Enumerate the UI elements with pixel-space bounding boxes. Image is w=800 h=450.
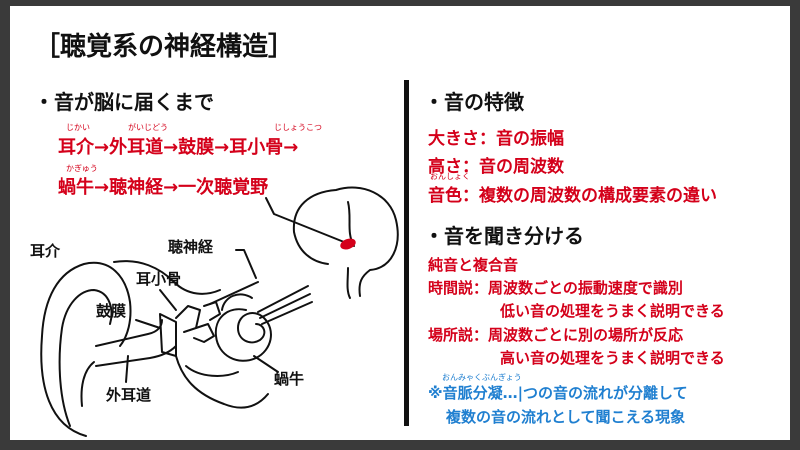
cochlea-spiral <box>214 308 272 362</box>
label-ear-canal: 外耳道 <box>106 386 152 404</box>
ossicle-2 <box>193 323 215 343</box>
pinna-outline <box>40 261 132 437</box>
auditory-cortex-marker <box>340 238 356 250</box>
path-line-2: 蝸牛→聴神経→一次聴覚野 <box>58 177 269 198</box>
leader-ossicles <box>159 289 177 311</box>
skull-line <box>113 260 221 295</box>
label-cochlea: 蝸牛 <box>274 370 305 388</box>
ruby-jishoukotsu: じしょうこつ <box>274 123 322 132</box>
nerve-strand-2 <box>259 293 311 319</box>
nerve-strand-1 <box>257 285 309 313</box>
semicircular-canal <box>221 293 253 311</box>
place-theory-line1: 場所説：周波数ごとに別の場所が反応 <box>428 326 684 344</box>
brain-stem <box>346 267 351 299</box>
label-ossicles: 耳小骨 <box>136 270 182 288</box>
ossicle-3 <box>203 301 221 321</box>
ruby-onshoku: おんしょく <box>430 172 470 181</box>
right-heading-features: ・音の特徴 <box>424 90 524 114</box>
path-line-1: 耳介→外耳道→鼓膜→耳小骨→ <box>58 137 299 158</box>
leader-nerve <box>235 249 257 279</box>
stream-segregation-line2: 複数の音の流れとして聞こえる現象 <box>446 408 686 426</box>
leader-ear-canal <box>125 355 129 383</box>
page-title: ［聴覚系の神経構造］ <box>34 32 295 62</box>
slide: ［聴覚系の神経構造］ ・音が脳に届くまで じかい がいじどう じしょうこつ 耳介… <box>10 6 790 440</box>
column-divider <box>404 80 409 426</box>
leader-cochlea <box>253 355 279 373</box>
left-heading: ・音が脳に届くまで <box>34 90 214 114</box>
ear-canal-bottom <box>95 345 177 367</box>
feature-loudness: 大きさ：音の振幅 <box>428 129 564 149</box>
pinna-inner <box>58 289 113 427</box>
ruby-stream: おんみゃくぶんぎょう <box>442 373 522 382</box>
ear-anatomy-illustration <box>40 186 399 437</box>
ossicle-1 <box>175 305 201 333</box>
place-theory-line2: 高い音の処理をうまく説明できる <box>500 349 725 367</box>
time-theory-line2: 低い音の処理をうまく説明できる <box>500 302 725 320</box>
middle-ear-wall <box>185 365 239 377</box>
time-theory-line1: 時間説：周波数ごとの振動速度で識別 <box>428 279 683 297</box>
label-auditory-nerve: 聴神経 <box>168 238 214 256</box>
ruby-gaijidou: がいじどう <box>128 123 168 132</box>
nerve-strand-3 <box>261 301 313 325</box>
ruby-kagyuu: かぎゅう <box>66 164 98 173</box>
ruby-jikai: じかい <box>66 123 90 132</box>
nerve-strand-4 <box>209 281 259 305</box>
leader-eardrum <box>135 319 161 329</box>
pinna-lobe <box>80 361 95 407</box>
label-pinna: 耳介 <box>30 242 61 260</box>
feature-timbre: 音色：複数の周波数の構成要素の違い <box>428 186 717 206</box>
brain-outline <box>292 186 399 297</box>
cortex-pointer-line <box>265 197 345 243</box>
ear-canal-top <box>95 319 163 347</box>
right-heading-discrimination: ・音を聞き分ける <box>424 224 584 248</box>
eustachian-tube <box>175 355 269 409</box>
feature-pitch: 高さ：音の周波数 <box>428 157 564 177</box>
pure-complex-tone: 純音と複合音 <box>428 256 519 274</box>
stream-segregation-line1: ※音脈分凝…|つの音の流れが分離して <box>428 384 688 402</box>
